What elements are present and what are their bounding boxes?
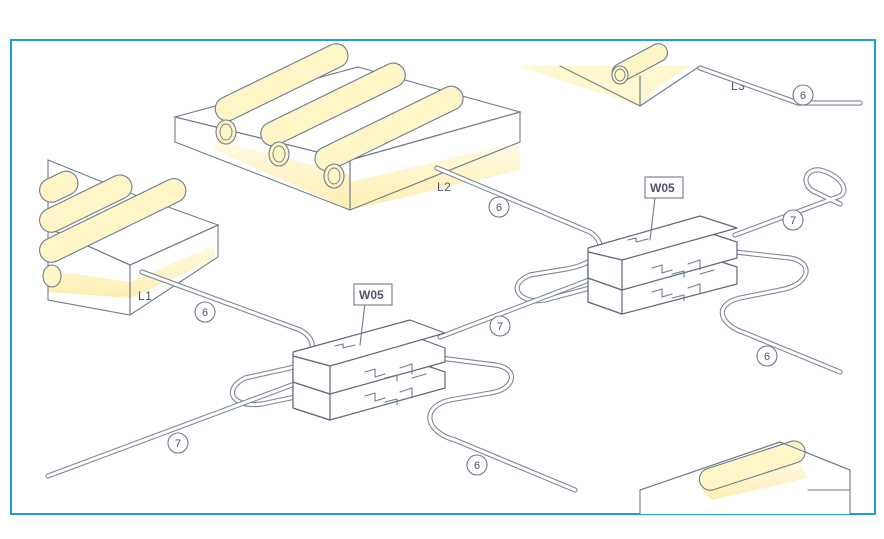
- marker-bottom-loop: 6: [466, 454, 488, 476]
- luminaire-partial-bottom: [639, 440, 851, 514]
- cable-markers: 6 6 6 7 7 7 6: [167, 84, 814, 476]
- marker-l3: 6: [792, 84, 814, 106]
- callout-w05-right: W05: [644, 176, 684, 241]
- svg-text:7: 7: [497, 321, 503, 333]
- luminaire-l1: L1: [39, 159, 220, 317]
- marker-right-loop: 6: [756, 345, 778, 367]
- cables: [45, 165, 847, 493]
- svg-text:6: 6: [800, 90, 806, 102]
- marker-right-trunk: 7: [782, 209, 804, 231]
- luminaire-l3: L3: [520, 43, 863, 107]
- svg-text:6: 6: [764, 351, 770, 363]
- svg-text:6: 6: [496, 202, 502, 214]
- svg-text:6: 6: [474, 460, 480, 472]
- connector-w05-right: [587, 215, 738, 315]
- connector-tag-right: W05: [650, 181, 675, 195]
- luminaire-l2: L2: [172, 43, 523, 211]
- connector-w05-left: [292, 319, 446, 421]
- marker-mid-trunk: 7: [489, 315, 511, 337]
- frame-border: [10, 39, 876, 515]
- luminaire-label-l2: L2: [437, 180, 451, 194]
- svg-text:6: 6: [202, 307, 208, 319]
- svg-text:7: 7: [790, 215, 796, 227]
- marker-l1: 6: [194, 301, 216, 323]
- svg-text:7: 7: [175, 438, 181, 450]
- callout-w05-left: W05: [353, 283, 393, 346]
- marker-left-trunk: 7: [167, 432, 189, 454]
- marker-l2: 6: [488, 196, 510, 218]
- connector-tag-left: W05: [359, 288, 384, 302]
- luminaire-label-l1: L1: [138, 289, 152, 303]
